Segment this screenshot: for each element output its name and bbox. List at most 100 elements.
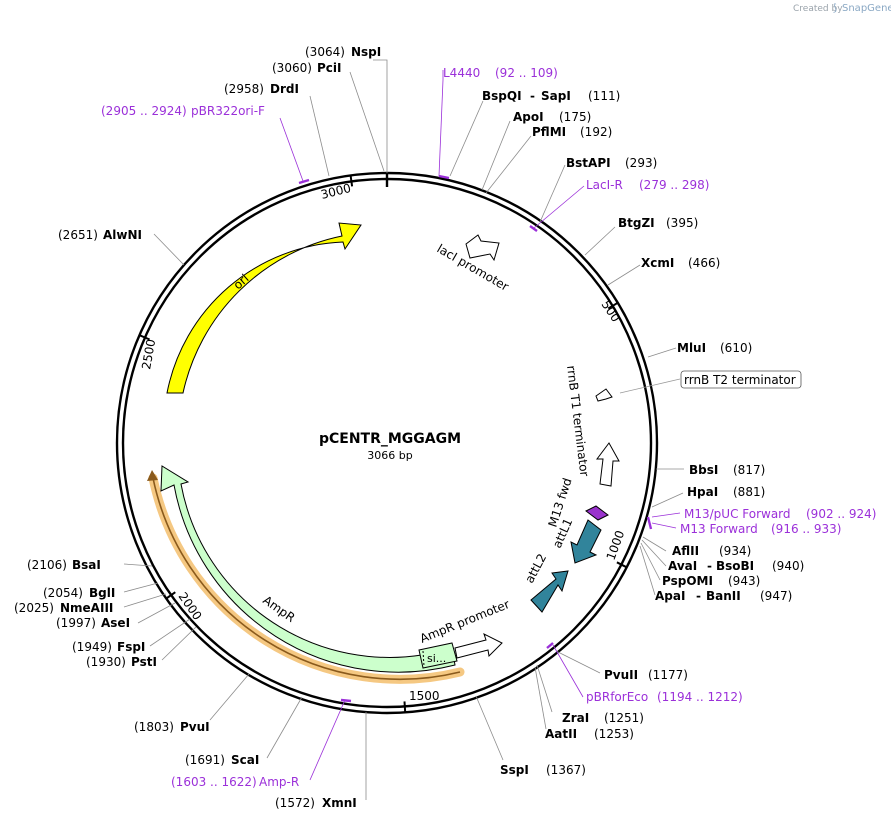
- site-avai-name: AvaI: [668, 559, 697, 573]
- signal-peptide-divider: [422, 650, 425, 667]
- primer-mark-pbrforeco: [546, 642, 554, 649]
- primer-mark-pbr322ori-f: [298, 178, 310, 185]
- site-xcmi-name: XcmI: [641, 256, 674, 270]
- site-sapi-name: SapI: [541, 89, 571, 103]
- leader-xcmi: [607, 264, 641, 286]
- leader-bsai: [123, 563, 153, 567]
- leader-pspomi: [640, 542, 661, 581]
- leader-pbrforeco: [552, 644, 584, 698]
- primer-mark-l4440: [438, 174, 450, 180]
- site-apai-name: ApaI: [655, 589, 685, 603]
- primer-labels: L4440 (92 .. 109) LacI-R (279 .. 298) M1…: [101, 66, 876, 789]
- site-aflii-name: AflII: [672, 544, 699, 558]
- site-xmni-name: XmnI: [322, 796, 357, 810]
- leader-btgzi: [584, 226, 616, 256]
- ampr-feature: [160, 465, 456, 673]
- tick-mark-2500: [139, 334, 150, 341]
- site-alwni-pos: (2651): [58, 228, 98, 242]
- plasmid-size: 3066 bp: [367, 449, 412, 462]
- site-aatii-name: AatII: [545, 727, 577, 741]
- site-apoi-name: ApoI: [513, 110, 544, 124]
- leader-mlui: [647, 347, 677, 358]
- site-sspi-pos: (1367): [546, 763, 586, 777]
- tick-label-1500: 1500: [409, 689, 440, 703]
- primer-laci-r-name: LacI-R: [586, 178, 623, 192]
- site-bstapi-pos: (293): [625, 156, 657, 170]
- tick-mark-500: [607, 301, 619, 310]
- leader-bstapi: [539, 164, 566, 223]
- leader-nmeaiii: [123, 593, 167, 608]
- tick-label-2500: 2500: [139, 338, 158, 371]
- site-apai-sep: -: [696, 589, 701, 603]
- site-xmni-pos: (1572): [275, 796, 315, 810]
- site-scai-pos: (1691): [185, 753, 225, 767]
- laci-promoter-arrow: [465, 234, 500, 262]
- ampr-promoter-label: AmpR promoter: [418, 597, 512, 646]
- features: ori AmpR si... AmpR promoter attL2 attL1…: [147, 222, 802, 684]
- primer-laci-r-range: (279 .. 298): [639, 178, 709, 192]
- site-bsai-name: BsaI: [72, 558, 101, 572]
- site-pspomi-name: PspOMI: [662, 574, 713, 588]
- rrnb-t1-label: rrnB T1 terminator: [564, 365, 592, 478]
- ampr-highlight-line: [152, 477, 461, 681]
- leader-apoi: [481, 120, 511, 191]
- signal-peptide-label: si...: [427, 652, 446, 665]
- site-avai-sep: -: [707, 559, 712, 573]
- site-bbsi-pos: (817): [733, 463, 765, 477]
- site-pvui-name: PvuI: [180, 720, 210, 734]
- attl2-label: attL2: [522, 551, 549, 585]
- site-drdi-name: DrdI: [270, 82, 299, 96]
- site-bsai-pos: (2106): [27, 558, 67, 572]
- rrnb-t2-label: rrnB T2 terminator: [684, 373, 796, 387]
- site-aflii-pos: (934): [719, 544, 751, 558]
- leader-laci-r: [533, 185, 585, 229]
- site-bsobi-name: BsoBI: [716, 559, 754, 573]
- primer-pbrforeco-range: (1194 .. 1212): [657, 690, 743, 704]
- rrnb-t2-box: [680, 370, 802, 389]
- site-psti-pos: (1930): [86, 655, 126, 669]
- primer-pbrforeco-name: pBRforEco: [586, 690, 648, 704]
- leader-avai: [641, 539, 667, 567]
- site-xcmi-pos: (466): [688, 256, 720, 270]
- site-pspomi-pos: (943): [728, 574, 760, 588]
- tick-label-3000: 3000: [319, 181, 352, 202]
- site-pcii-name: PciI: [317, 61, 342, 75]
- site-btgzi-name: BtgZI: [618, 216, 655, 230]
- site-hpai-pos: (881): [733, 485, 765, 499]
- site-drdi-pos: (2958): [224, 82, 264, 96]
- leader-aatii: [534, 666, 547, 730]
- site-bspqi-sep: -: [530, 89, 535, 103]
- attl1-feature: [570, 519, 602, 564]
- leader-zrai: [536, 664, 553, 713]
- primer-leaders: [279, 70, 681, 781]
- site-pvuii-pos: (1177): [648, 668, 688, 682]
- site-pvuii-name: PvuII: [604, 668, 638, 682]
- primer-l4440-range: (92 .. 109): [495, 66, 558, 80]
- tick-mark-2000: [165, 591, 176, 600]
- site-avai-pos: (940): [772, 559, 804, 573]
- primer-amp-r-range: (1603 .. 1622): [171, 775, 257, 789]
- ori-feature: [166, 222, 362, 394]
- leader-pvuii: [555, 650, 601, 674]
- primer-marks: [298, 174, 653, 703]
- site-bgli-pos: (2054): [43, 586, 83, 600]
- site-fspi-name: FspI: [117, 640, 145, 654]
- site-nmeaiii-pos: (2025): [14, 601, 54, 615]
- site-hpai-name: HpaI: [687, 485, 718, 499]
- site-scai-name: ScaI: [231, 753, 259, 767]
- leader-sspi: [475, 695, 504, 761]
- ampr-promoter-arrow: [454, 633, 503, 659]
- site-bstapi-name: BstAPI: [566, 156, 611, 170]
- attl2-feature: [530, 570, 569, 613]
- primer-mark-laci-r: [529, 225, 538, 232]
- site-psti-name: PstI: [131, 655, 157, 669]
- site-labels: (3064) NspI (3060) PciI (2958) DrdI BspQ…: [14, 45, 804, 810]
- leader-m13-puc: [651, 512, 681, 518]
- leader-m13-fwd-primer: [651, 522, 677, 529]
- site-asei-name: AseI: [101, 616, 130, 630]
- tick-mark-1000: [616, 561, 628, 569]
- site-banii-name: BanII: [706, 589, 741, 603]
- site-bspqi-pos: (111): [588, 89, 620, 103]
- primer-mark-amp-r: [340, 698, 352, 703]
- leader-hpai: [651, 492, 684, 508]
